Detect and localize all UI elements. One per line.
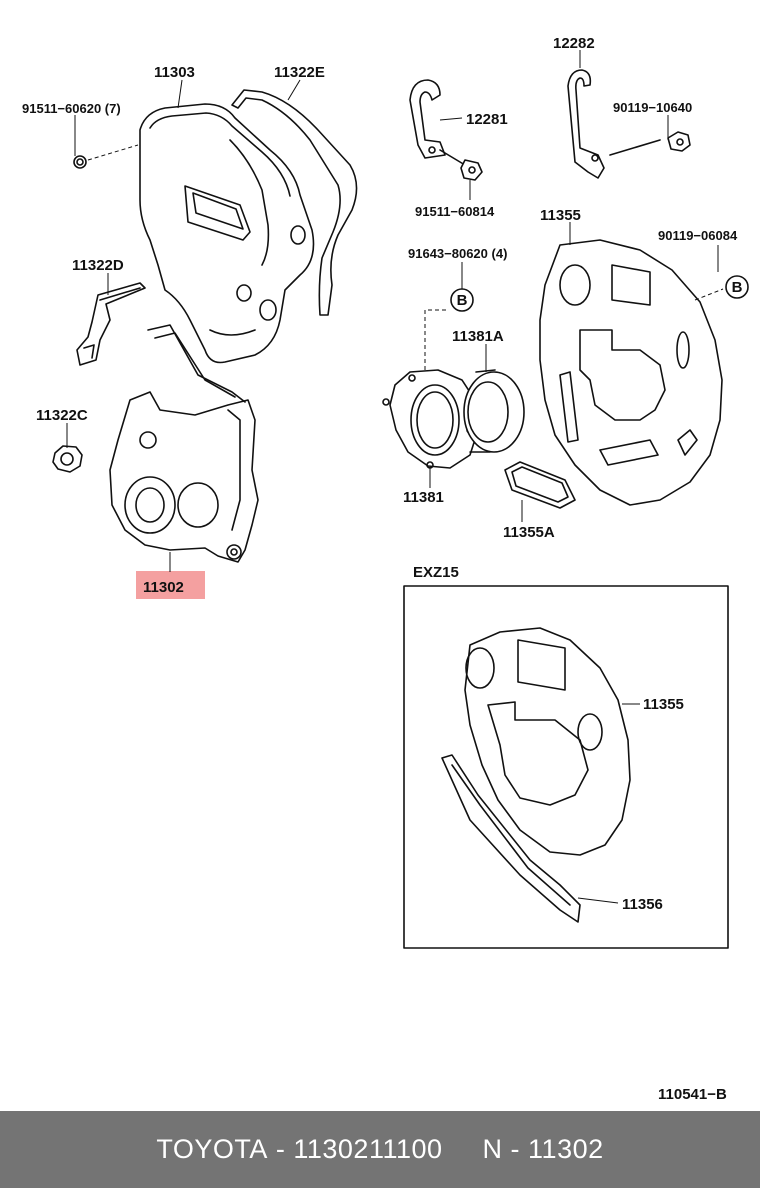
label-12281: 12281 <box>466 111 508 128</box>
label-11322d: 11322D <box>72 257 124 274</box>
footer-gap <box>443 1134 483 1165</box>
gasket-11322e[interactable] <box>231 89 358 316</box>
callout-b-right: B <box>725 275 749 299</box>
exz15-frame <box>403 585 729 949</box>
nut-11322c[interactable] <box>52 445 83 473</box>
label-12282: 12282 <box>553 35 595 52</box>
lower-timing-cover-11302[interactable] <box>109 324 259 563</box>
seal-retainer-11381[interactable] <box>382 369 479 469</box>
bolt-90119-10640[interactable] <box>609 131 691 156</box>
gasket-11322d[interactable] <box>76 282 146 366</box>
footer-sep-1: - <box>267 1134 294 1164</box>
label-11302: 11302 <box>143 579 184 596</box>
label-11356: 11356 <box>622 896 663 913</box>
label-11381a: 11381A <box>452 328 504 345</box>
label-11322e: 11322E <box>274 64 325 81</box>
label-91511-60620: 91511−60620 (7) <box>22 101 121 116</box>
label-ref-110541-b: 110541−B <box>658 1086 727 1103</box>
footer-brand: TOYOTA <box>156 1134 268 1164</box>
highlight-11302-box <box>136 571 205 599</box>
plate-11356[interactable] <box>441 754 581 923</box>
label-11355-box: 11355 <box>643 696 684 713</box>
label-91511-60814: 91511−60814 <box>415 204 495 219</box>
label-11355-top: 11355 <box>540 207 581 224</box>
parts-diagram: B B 11303 11322E 9 <box>22 35 749 1103</box>
footer-part-number: 1130211100 <box>293 1134 443 1164</box>
label-11381: 11381 <box>403 489 444 506</box>
bolt-90119-06084 <box>694 288 724 301</box>
label-11322c: 11322C <box>36 407 88 424</box>
label-exz15: EXZ15 <box>413 564 459 581</box>
bolt-91511-60814[interactable] <box>439 149 483 181</box>
footer-sep-2: - <box>502 1134 529 1164</box>
footer-ref-prefix: N <box>482 1134 503 1164</box>
oil-seal-11381a[interactable] <box>463 369 525 453</box>
upper-timing-cover-11303[interactable] <box>139 103 315 364</box>
leader-lines <box>66 50 719 904</box>
svg-text:B: B <box>457 292 468 309</box>
bracket-12282[interactable] <box>567 69 605 179</box>
callout-b-left: B <box>450 288 474 312</box>
label-11303: 11303 <box>154 64 195 81</box>
label-90119-10640: 90119−10640 <box>613 100 692 115</box>
label-91643-80620: 91643−80620 (4) <box>408 246 507 261</box>
label-11355a: 11355A <box>503 524 555 541</box>
label-90119-06084: 90119−06084 <box>658 228 738 243</box>
bracket-12281[interactable] <box>409 79 446 159</box>
gasket-11355a[interactable] <box>504 461 576 509</box>
footer-ref-number: 11302 <box>528 1134 604 1164</box>
end-plate-11355[interactable] <box>539 239 723 506</box>
footer-bar: TOYOTA - 1130211100 N - 11302 <box>0 1111 760 1188</box>
svg-text:B: B <box>732 279 743 296</box>
end-plate-11355-exz15[interactable] <box>464 627 631 856</box>
bolt-91511-60620[interactable] <box>73 155 87 169</box>
